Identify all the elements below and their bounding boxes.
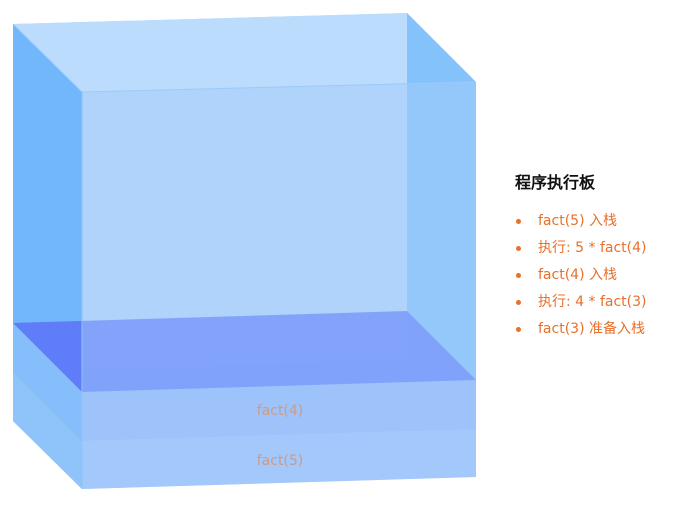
bullet-icon	[516, 219, 521, 224]
log-item-text: fact(4) 入栈	[538, 267, 617, 283]
log-item: fact(5) 入栈	[515, 212, 680, 239]
bullet-icon	[516, 327, 521, 332]
stack-front-face	[82, 82, 476, 489]
call-stack-box: fact(5) fact(4)	[12, 13, 477, 489]
frame-left-face	[13, 372, 82, 489]
stack-top-face	[13, 13, 476, 92]
log-item: 执行: 4 * fact(3)	[515, 293, 680, 320]
log-item: fact(4) 入栈	[515, 266, 680, 293]
log-item: 执行: 5 * fact(4)	[515, 239, 680, 266]
execution-panel: 程序执行板 fact(5) 入栈 执行: 5 * fact(4) fact(4)…	[515, 172, 680, 347]
log-item-text: fact(5) 入栈	[538, 213, 617, 229]
execution-log-list: fact(5) 入栈 执行: 5 * fact(4) fact(4) 入栈 执行…	[515, 212, 680, 347]
panel-title: 程序执行板	[515, 173, 596, 192]
frame-label-fact4: fact(4)	[257, 403, 304, 419]
frame-front-face	[82, 380, 476, 441]
log-item-text: fact(3) 准备入栈	[538, 321, 645, 337]
bullet-icon	[516, 273, 521, 278]
frame-top-face	[13, 311, 476, 392]
log-item-text: 执行: 4 * fact(3)	[538, 294, 647, 310]
bullet-icon	[516, 246, 521, 251]
stack-frame-fact4: fact(4)	[13, 311, 476, 441]
frame-front-face	[82, 429, 476, 489]
log-item-text: 执行: 5 * fact(4)	[538, 240, 647, 256]
frame-left-face	[13, 323, 82, 441]
bullet-icon	[516, 300, 521, 305]
log-item: fact(3) 准备入栈	[515, 320, 680, 347]
frame-label-fact5: fact(5)	[257, 453, 304, 469]
